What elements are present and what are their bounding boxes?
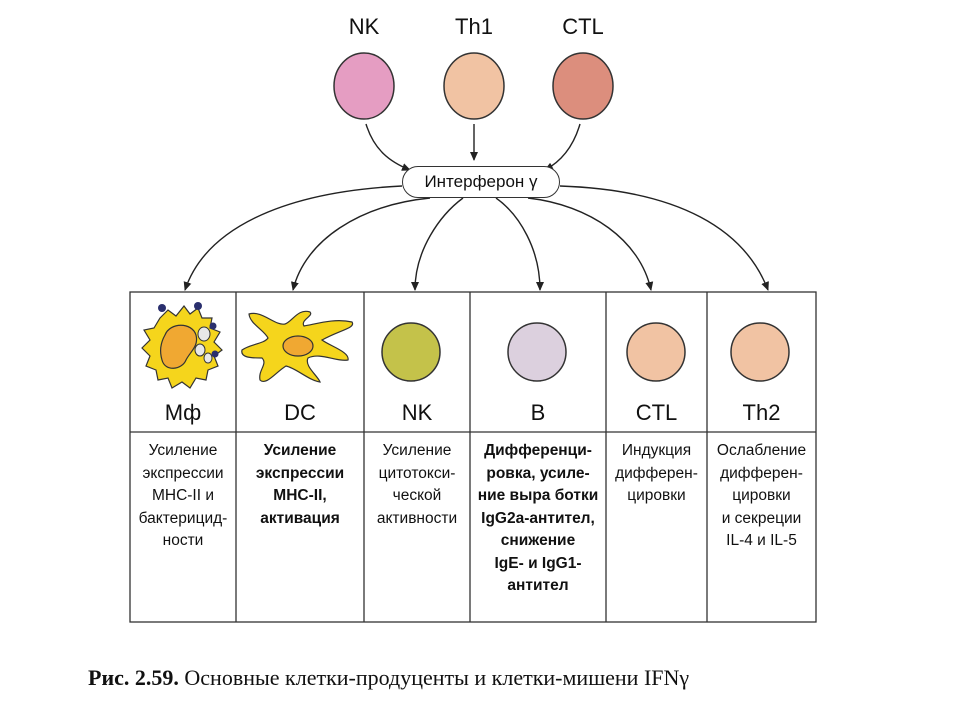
target-name-b: B bbox=[530, 400, 546, 425]
producer-cell-nk bbox=[333, 52, 395, 120]
effect-ctl: Индукция дифферен- цировки bbox=[615, 442, 698, 504]
nk-cell-icon bbox=[381, 322, 441, 382]
arrow-ctl-to-ifn bbox=[544, 123, 581, 171]
target-name-nk: NK bbox=[401, 400, 433, 425]
target-name-ctl: CTL bbox=[635, 400, 678, 425]
producer-cell-th1 bbox=[443, 52, 505, 120]
figure-caption: Рис. 2.59. Основные клетки-продуценты и … bbox=[88, 665, 689, 691]
arrow-ifn-to-b bbox=[495, 197, 544, 291]
figure-caption-text: Основные клетки-продуценты и клетки-мише… bbox=[184, 665, 690, 690]
arrow-ifn-to-th2 bbox=[559, 185, 769, 291]
arrow-ifn-to-macrophage bbox=[183, 185, 403, 291]
target-name-dc: DC bbox=[284, 400, 316, 425]
figure-caption-prefix: Рис. 2.59. bbox=[88, 665, 179, 690]
target-name-macrophage: Мф bbox=[164, 400, 202, 425]
arrow-ifn-to-dc bbox=[290, 197, 431, 291]
b-cell-icon bbox=[507, 322, 567, 382]
arrow-nk-to-ifn bbox=[365, 123, 411, 171]
effect-macrophage: Усиление экспрессии МНС-II и бактерицид-… bbox=[138, 442, 228, 549]
effect-dc: Усиление экспрессии МНС-II, активация bbox=[255, 442, 345, 527]
dendritic-cell-icon bbox=[241, 310, 354, 383]
ctl-cell-icon bbox=[626, 322, 686, 382]
producer-cell-ctl bbox=[552, 52, 614, 120]
arrow-ifn-to-ctl bbox=[527, 197, 654, 291]
target-name-th2: Th2 bbox=[742, 400, 781, 425]
target-table-grid bbox=[129, 291, 817, 623]
interferon-gamma-box: Интерферон γ bbox=[402, 166, 560, 198]
producer-label-nk: NK bbox=[348, 14, 380, 39]
arrow-ifn-to-nk bbox=[411, 197, 464, 291]
interferon-gamma-label: Интерферон γ bbox=[424, 172, 538, 191]
producer-label-th1: Th1 bbox=[455, 14, 493, 39]
th2-cell-icon bbox=[730, 322, 790, 382]
effect-th2: Ослабление дифферен- цировки и секреции … bbox=[716, 442, 807, 549]
effect-b: Дифференци- ровка, усиле- ние выра ботки… bbox=[477, 442, 599, 594]
producer-label-ctl: CTL bbox=[562, 14, 604, 39]
macrophage-icon bbox=[141, 302, 223, 389]
effect-nk: Усиление цитотокси- ческой активности bbox=[376, 442, 458, 527]
